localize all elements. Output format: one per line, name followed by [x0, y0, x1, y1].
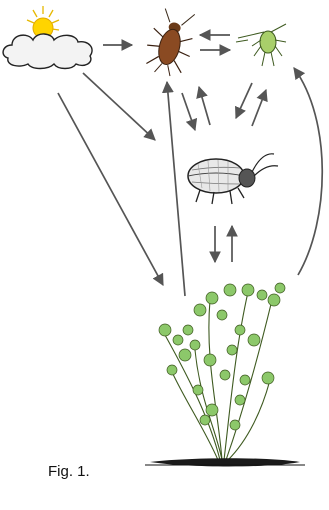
arrow-plant-to-aphid — [294, 68, 322, 275]
arrows — [58, 35, 322, 296]
leaf-beetle-icon — [188, 154, 278, 204]
arrow-beetle-to-aphid — [252, 90, 266, 126]
arrow-aphid-to-beetle — [236, 83, 252, 118]
arrow-cockroach-to-beetle — [182, 93, 195, 130]
arrow-beetle-to-cockroach — [199, 87, 210, 125]
sun-and-cloud-icon — [3, 6, 92, 69]
figure-caption: Fig. 1. — [48, 463, 90, 480]
arrow-sun-to-plant — [58, 93, 163, 285]
arrow-plant-to-cockroach — [167, 82, 185, 296]
cockroach-icon — [141, 5, 201, 80]
plant-icon — [145, 283, 305, 467]
arrow-sun-to-beetle — [83, 73, 155, 140]
aphid-icon — [236, 24, 286, 66]
